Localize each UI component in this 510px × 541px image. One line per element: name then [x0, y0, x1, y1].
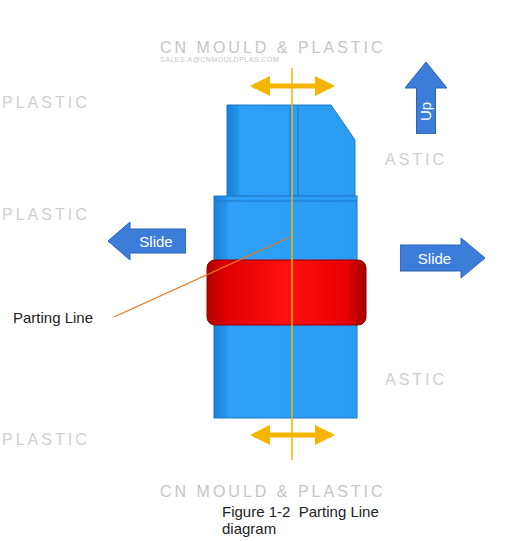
red-band [207, 260, 366, 325]
slide-arrow: Slide [108, 222, 186, 260]
part-label: Parting Line [13, 310, 93, 325]
watermark: SALES.A@CNMOULDPLAS.COM [160, 56, 279, 63]
double-arrow [254, 433, 331, 438]
double-arrow [254, 84, 331, 89]
parting-line [291, 68, 293, 460]
upper-body [227, 105, 355, 196]
watermark: PLASTIC [2, 207, 90, 223]
watermark: PLASTIC [2, 95, 90, 111]
block-arrow [405, 62, 447, 134]
arrow-label: Slide [418, 251, 451, 266]
watermark: CN MOULD & PLASTIC [160, 40, 386, 56]
seam-line [290, 106, 291, 195]
watermark: PLASTIC [2, 432, 90, 448]
arrow-label: Slide [139, 234, 172, 249]
watermark: ASTIC [385, 152, 447, 168]
block-arrow [108, 222, 186, 260]
up-arrow: Up [405, 62, 447, 134]
slide-arrow: Slide [400, 238, 485, 278]
watermark: CN MOULD & PLASTIC [160, 484, 386, 500]
watermark: ASTIC [385, 372, 447, 388]
seam-line [298, 106, 299, 195]
figure-caption: Figure 1-2 Parting Line diagram [222, 503, 422, 538]
block-arrow [400, 238, 485, 278]
arrow-label: Up [419, 101, 434, 120]
ledge-line [214, 201, 357, 202]
block-arrow-shape [405, 62, 447, 134]
